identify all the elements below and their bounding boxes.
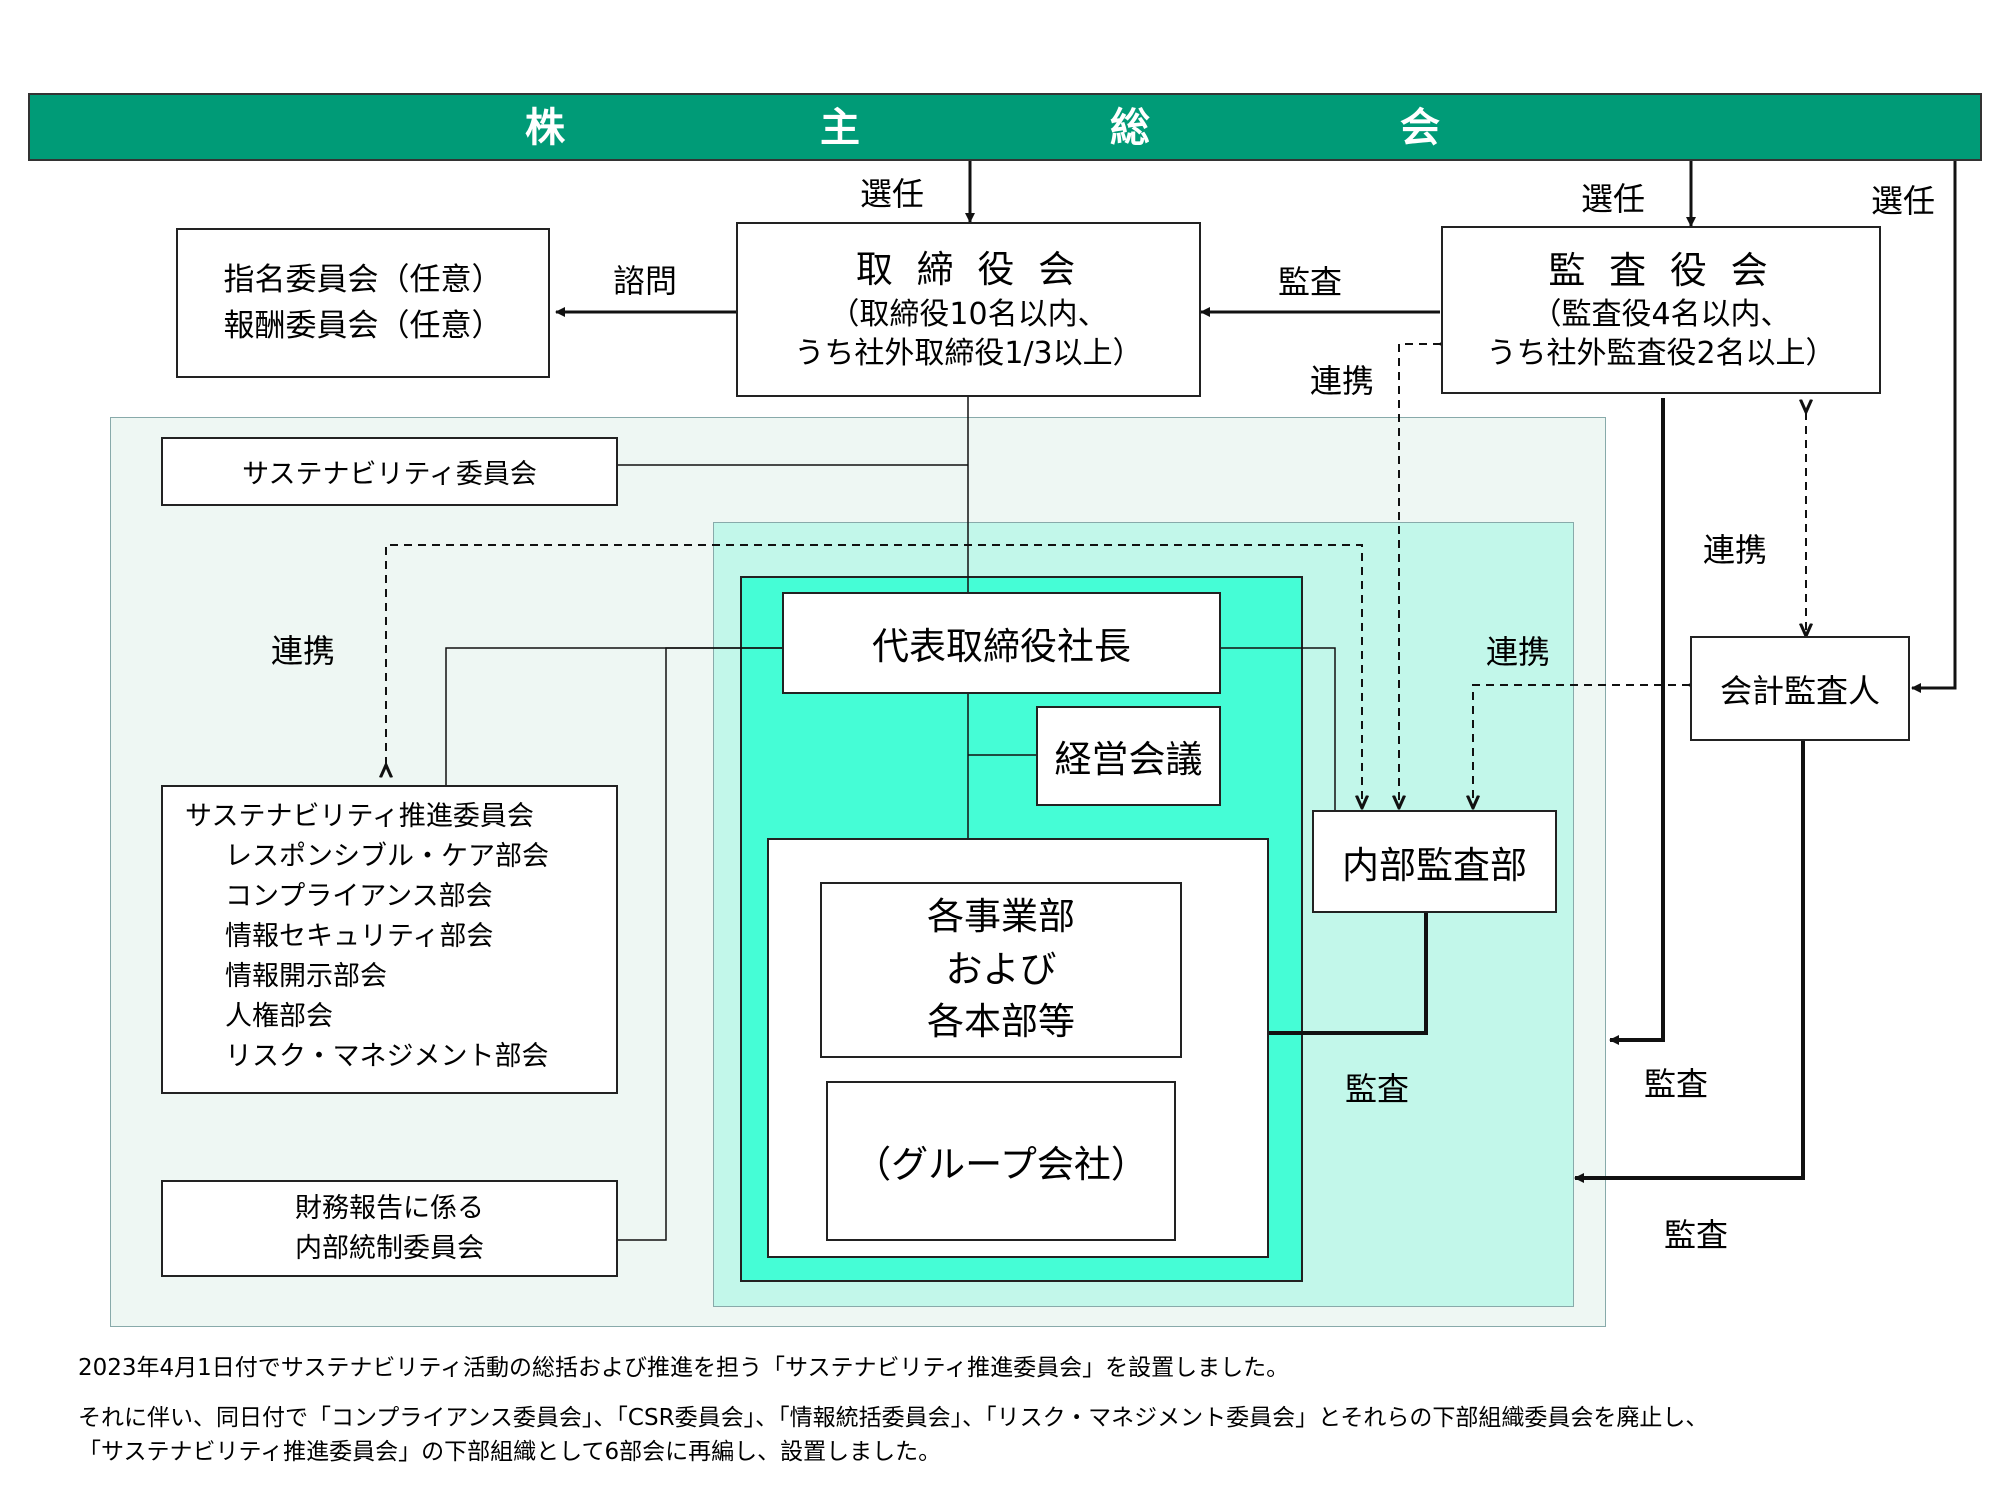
internal-audit-box: 内部監査部	[1312, 810, 1557, 913]
group-companies-label: （グループ会社）	[854, 1143, 1148, 1186]
management-meeting-label: 経営会議	[1054, 738, 1203, 781]
banner-char-2: 主	[820, 105, 860, 151]
nomination-committee: 指名委員会（任意）	[223, 261, 503, 298]
audit-board-box: 監 査 役 会 （監査役4名以内、 うち社外監査役2名以上）	[1441, 226, 1881, 394]
sustainability-promotion-box: サステナビリティ推進委員会 レスポンシブル・ケア部会 コンプライアンス部会 情報…	[161, 785, 618, 1094]
internal-control-line-2: 内部統制委員会	[295, 1232, 484, 1264]
sub-committee-item: 情報セキュリティ部会	[225, 921, 494, 952]
president-label: 代表取締役社長	[872, 625, 1131, 668]
label-cooperation-board-internal: 連携	[1310, 362, 1375, 400]
label-cooperation-audit-accountant: 連携	[1703, 531, 1768, 569]
divisions-line-1: 各事業部	[927, 895, 1075, 939]
footnote-1: 2023年4月1日付でサステナビリティ活動の総括および推進を担う「サステナビリテ…	[78, 1355, 1290, 1381]
remuneration-committee: 報酬委員会（任意）	[223, 308, 503, 344]
sustainability-committee-label: サステナビリティ委員会	[242, 459, 537, 490]
label-audit-by-audit-board: 監査	[1644, 1065, 1709, 1103]
sustainability-promotion-title: サステナビリティ推進委員会	[185, 801, 534, 832]
board-title: 取 締 役 会	[855, 248, 1082, 292]
footnote-3: 「サステナビリティ推進委員会」の下部組織として6部会に再編し、設置しました。	[78, 1439, 942, 1465]
management-meeting-box: 経営会議	[1036, 706, 1221, 806]
footnotes: 2023年4月1日付でサステナビリティ活動の総括および推進を担う「サステナビリテ…	[78, 1353, 1978, 1469]
sub-committee-item: リスク・マネジメント部会	[225, 1041, 549, 1072]
audit-board-composition: （監査役4名以内、	[1531, 297, 1791, 333]
label-cooperation-left: 連携	[271, 632, 336, 670]
sub-committee-item: レスポンシブル・ケア部会	[225, 841, 549, 872]
sub-committee-item: コンプライアンス部会	[225, 881, 493, 912]
board-outside-ratio: うち社外取締役1/3以上）	[794, 335, 1143, 371]
banner-char-1: 株	[525, 105, 565, 151]
president-box: 代表取締役社長	[782, 592, 1221, 694]
label-audit-of-board: 監査	[1278, 263, 1343, 301]
internal-control-committee-box: 財務報告に係る 内部統制委員会	[161, 1180, 618, 1277]
label-audit-by-accountant: 監査	[1664, 1216, 1729, 1254]
label-elect-audit-board: 選任	[1581, 180, 1646, 218]
label-audit-internal: 監査	[1345, 1070, 1410, 1108]
sub-committee-item: 情報開示部会	[225, 961, 387, 992]
audit-board-outside-ratio: うち社外監査役2名以上）	[1486, 336, 1836, 372]
footnote-2: それに伴い、同日付で「コンプライアンス委員会」、「CSR委員会」、「情報統括委員…	[78, 1405, 1709, 1431]
nomination-remuneration-box: 指名委員会（任意） 報酬委員会（任意）	[176, 228, 550, 378]
internal-control-line-1: 財務報告に係る	[295, 1193, 484, 1225]
divisions-line-2: および	[945, 947, 1057, 991]
label-elect-accounting-auditor: 選任	[1871, 182, 1936, 220]
accounting-auditor-label: 会計監査人	[1719, 671, 1880, 710]
accounting-auditor-box: 会計監査人	[1690, 636, 1910, 741]
banner-char-3: 総	[1110, 105, 1150, 151]
internal-audit-label: 内部監査部	[1342, 843, 1527, 887]
board-composition: （取締役10名以内、	[829, 296, 1108, 332]
sub-committee-item: 人権部会	[225, 1001, 333, 1032]
sustainability-committee-box: サステナビリティ委員会	[161, 437, 618, 506]
label-elect-board: 選任	[860, 175, 925, 213]
divisions-line-3: 各本部等	[927, 1000, 1075, 1044]
banner-char-4: 会	[1400, 105, 1440, 151]
shareholders-meeting-banner: 株 主 総 会	[28, 93, 1982, 161]
label-consult: 諮問	[613, 262, 678, 300]
board-of-directors-box: 取 締 役 会 （取締役10名以内、 うち社外取締役1/3以上）	[736, 222, 1201, 397]
audit-board-title: 監 査 役 会	[1548, 248, 1774, 292]
group-companies-box: （グループ会社）	[826, 1081, 1176, 1241]
divisions-box: 各事業部 および 各本部等	[820, 882, 1182, 1058]
label-cooperation-accountant-internal: 連携	[1486, 633, 1551, 671]
